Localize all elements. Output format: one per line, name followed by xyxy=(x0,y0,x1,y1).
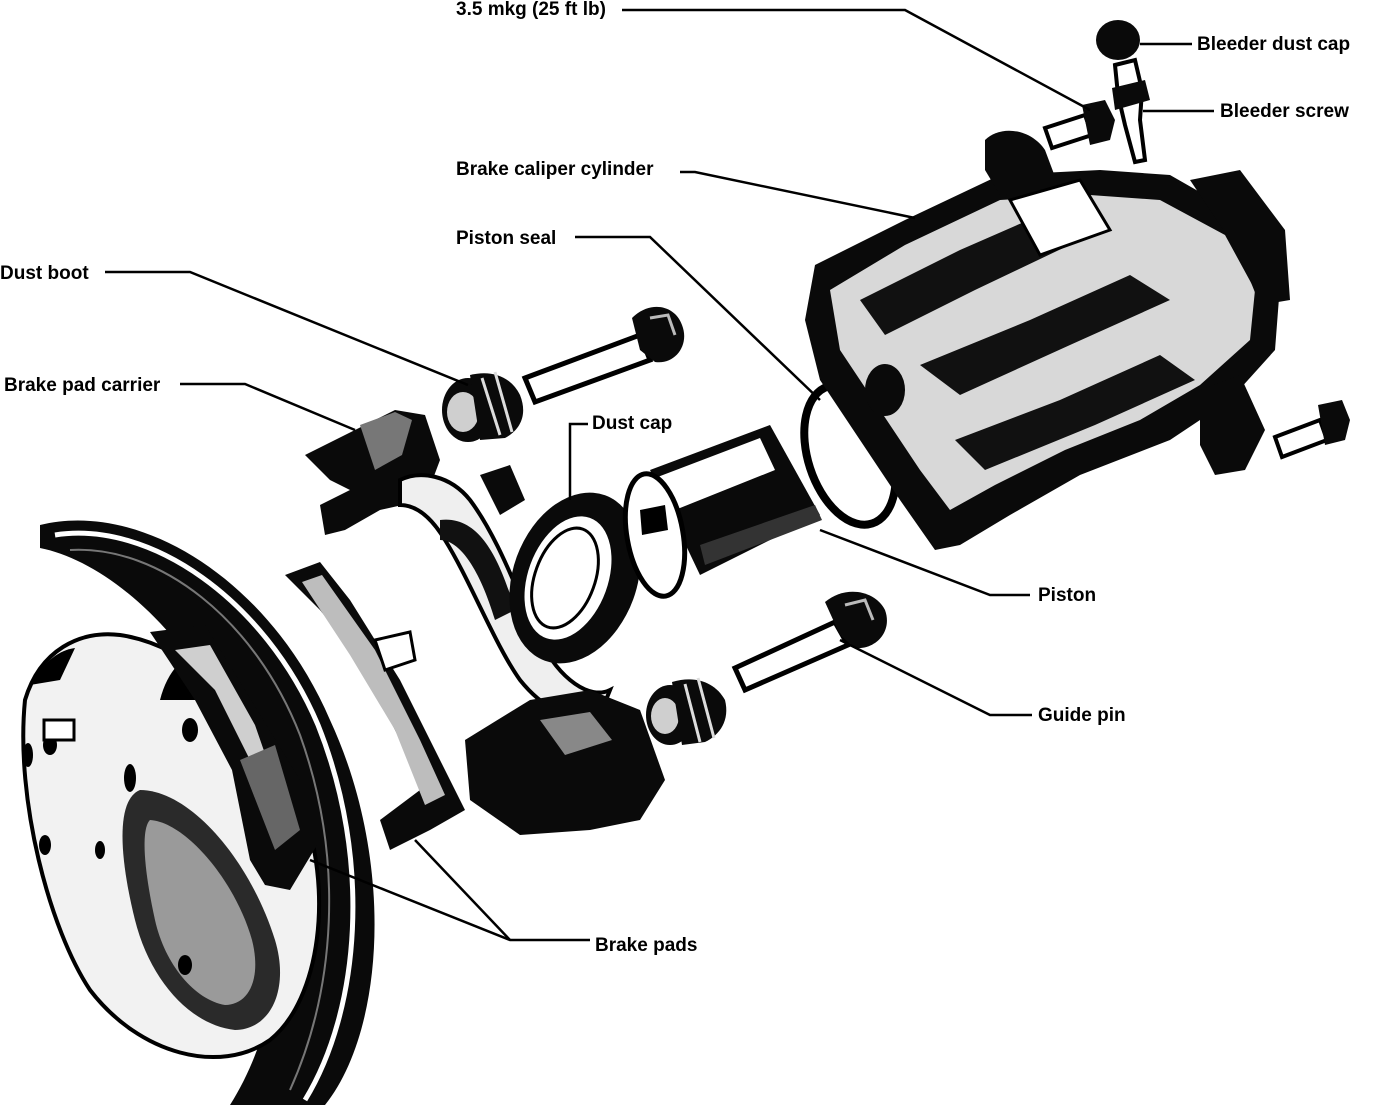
label-piston: Piston xyxy=(1038,585,1097,606)
leader-pad-carrier xyxy=(180,382,356,432)
leader-guide-pin xyxy=(839,638,1032,717)
leader-caliper-cylinder xyxy=(680,170,916,220)
leader-lines xyxy=(105,8,1214,942)
label-bleeder-screw: Bleeder screw xyxy=(1220,101,1349,122)
dust-cap-ring xyxy=(509,492,641,664)
label-dust-boot: Dust boot xyxy=(0,263,89,284)
label-brake-caliper-cylinder: Brake caliper cylinder xyxy=(456,159,654,180)
guide-pin-upper xyxy=(521,306,685,406)
piston xyxy=(622,425,822,599)
bleeder-screw xyxy=(1112,57,1150,165)
dust-boot-lower xyxy=(646,677,727,745)
leader-dust-cap xyxy=(568,422,588,500)
leader-piston xyxy=(819,528,1030,597)
leader-dust-boot xyxy=(105,270,469,387)
dust-boot-upper xyxy=(442,371,524,442)
bleeder-dust-cap xyxy=(1096,20,1140,60)
label-piston-seal: Piston seal xyxy=(456,228,557,249)
label-brake-pads: Brake pads xyxy=(595,935,698,956)
guide-pin-lower xyxy=(731,591,887,694)
label-bleeder-dust-cap: Bleeder dust cap xyxy=(1197,34,1351,55)
leader-torque xyxy=(622,8,1091,112)
label-dust-cap: Dust cap xyxy=(592,413,673,434)
brake-pad-outer xyxy=(150,625,320,890)
leader-piston-seal xyxy=(575,235,821,401)
brake-caliper-cylinder xyxy=(805,130,1290,550)
label-torque-spec: 3.5 mkg (25 ft lb) xyxy=(456,0,606,20)
mounting-bolt-upper xyxy=(1042,100,1115,151)
label-guide-pin: Guide pin xyxy=(1038,705,1126,726)
brake-pad-inner xyxy=(285,562,465,850)
leader-brake-pads-2 xyxy=(414,839,511,941)
label-brake-pad-carrier: Brake pad carrier xyxy=(4,375,161,396)
brake-pad-carrier xyxy=(305,410,665,835)
mounting-bolt-lower xyxy=(1272,400,1350,460)
